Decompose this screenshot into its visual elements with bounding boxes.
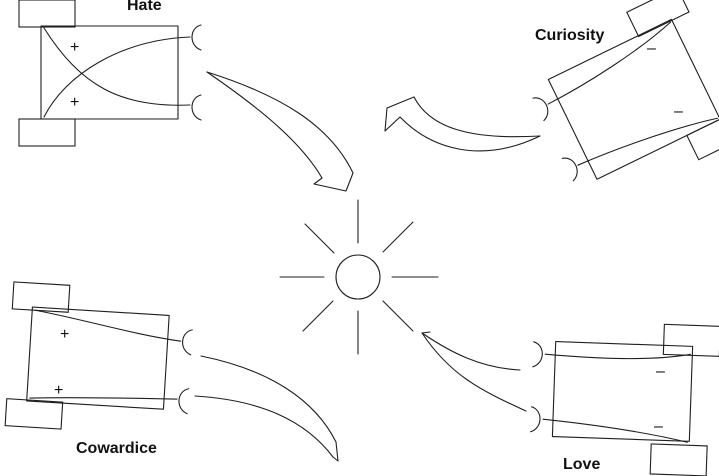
hate-motion-arrow: [206, 71, 354, 192]
cowardice-arrow-right: [200, 355, 337, 443]
curiosity-body: [547, 18, 719, 180]
hate-sensor-top: [191, 24, 202, 51]
cowardice-arrow-left: [194, 395, 334, 458]
hate-wire-cross-b: [43, 36, 191, 118]
curiosity-arrow-shaft-outer: [399, 116, 541, 152]
curiosity-label: Curiosity: [535, 27, 604, 44]
love-label: Love: [563, 456, 600, 473]
curiosity-arrow-shaft-inner: [413, 96, 541, 138]
cowardice-sign-top: +: [60, 326, 69, 343]
cowardice-wheel-bottom: [4, 398, 64, 430]
love-motion-arrow: [421, 331, 527, 412]
love-sensor-bottom: [530, 406, 541, 433]
cowardice-label: Cowardice: [76, 440, 157, 457]
curiosity-wire-bottom: [577, 117, 719, 166]
curiosity-wheel-top: [626, 0, 690, 38]
cowardice-sign-bottom: +: [54, 382, 63, 399]
light-source-circle: [335, 254, 381, 300]
vehicle-hate: + + Hate: [18, 0, 202, 147]
light-ray: [382, 221, 414, 253]
love-arrow-upper: [421, 332, 521, 371]
light-ray: [382, 300, 414, 332]
cowardice-motion-arrow: [194, 355, 339, 462]
love-sensor-top: [532, 341, 543, 368]
cowardice-wheel-top: [11, 281, 71, 313]
hate-wire-cross-a: [43, 27, 191, 106]
hate-arrow-shaft-inner: [206, 71, 323, 179]
curiosity-arrowhead: [384, 96, 415, 132]
hate-label: Hate: [127, 0, 162, 14]
vehicle-love: – – Love: [530, 323, 719, 476]
love-arrowhead: [421, 331, 431, 334]
curiosity-sign-top: –: [647, 40, 656, 57]
curiosity-wheel-bottom: [686, 110, 719, 161]
light-source: [279, 199, 439, 355]
curiosity-wire-top: [547, 21, 672, 105]
love-wire-bottom: [542, 418, 688, 443]
hate-arrowhead: [313, 172, 354, 192]
hate-body: [40, 25, 179, 120]
love-wheel-bottom: [649, 443, 708, 476]
cowardice-arrowhead: [332, 441, 339, 462]
light-ray: [304, 223, 335, 254]
love-sign-top: –: [656, 363, 665, 380]
vehicle-curiosity: – – Curiosity: [532, 0, 719, 182]
love-arrow-lower: [421, 332, 527, 412]
cowardice-wire-top: [34, 309, 182, 342]
love-body: [551, 341, 694, 442]
cowardice-sensor-bottom: [178, 388, 190, 415]
hate-sensor-bottom: [191, 94, 202, 121]
vehicle-cowardice: + + Cowardice: [4, 281, 193, 457]
hate-arrow-shaft-outer: [206, 71, 354, 174]
hate-sign-top: +: [70, 39, 79, 56]
light-ray: [302, 300, 334, 332]
hate-sign-bottom: +: [70, 94, 79, 111]
hate-wheel-bottom: [18, 118, 76, 147]
cowardice-sensor-top: [182, 329, 193, 356]
curiosity-sensor-top: [532, 97, 549, 122]
love-sign-bottom: –: [654, 418, 663, 435]
love-wire-top: [544, 353, 691, 360]
love-wheel-top: [662, 323, 719, 357]
cowardice-body: [26, 306, 170, 410]
curiosity-sign-bottom: –: [674, 103, 683, 120]
cowardice-wire-bottom: [29, 397, 178, 400]
hate-wheel-top: [18, 0, 76, 28]
curiosity-sensor-bottom: [561, 157, 578, 182]
curiosity-motion-arrow: [384, 96, 541, 152]
